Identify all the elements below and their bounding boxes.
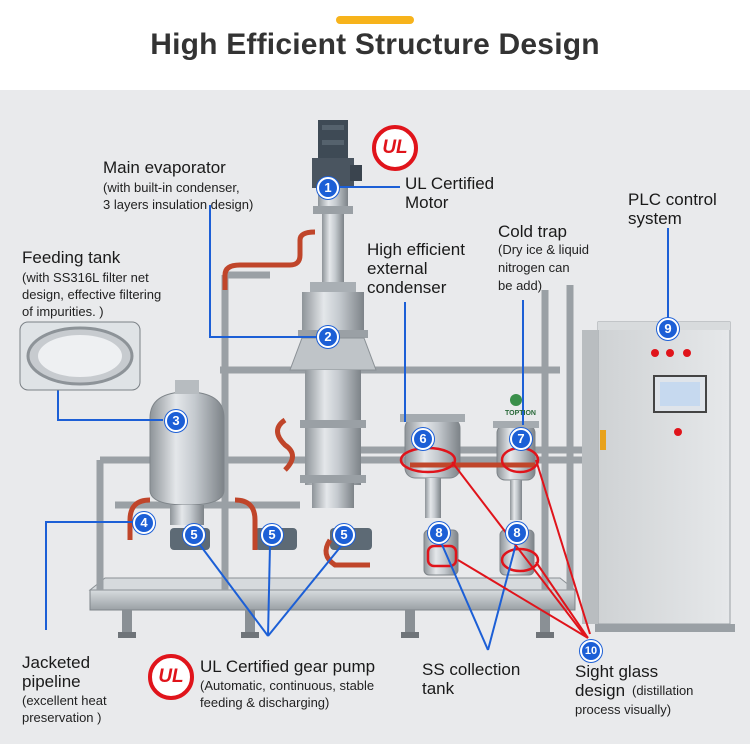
label-condenser-line2: external (367, 259, 428, 278)
filter-net-inset (19, 321, 141, 391)
badge-10: 10 (580, 640, 602, 662)
ul-certified-logo-pump: UL (148, 654, 194, 700)
leader-lines-blue (45, 186, 669, 651)
badge-8-a: 8 (428, 522, 450, 544)
label-feeding-tank-sub2: design, effective filtering (22, 287, 162, 302)
label-feeding-tank-sub1: (with SS316L filter net (22, 270, 149, 285)
frame-pipes (96, 271, 600, 590)
ul-logo-text: UL (382, 137, 408, 158)
label-gear-pump-sub1: (Automatic, continuous, stable (200, 678, 375, 693)
label-main-evaporator-sub2: 3 layers insulation design) (103, 197, 254, 212)
label-feeding-tank: Feeding tank (22, 248, 121, 267)
label-plc-line1: PLC control (628, 190, 717, 209)
label-gear-pump: UL Certified gear pump (200, 657, 376, 676)
label-sight-glass-line2: design (575, 681, 626, 700)
page-title: High Efficient Structure Design (150, 28, 600, 61)
label-main-evaporator: Main evaporator (103, 158, 226, 177)
badge-8-b: 8 (506, 522, 528, 544)
badge-3: 3 (165, 410, 187, 432)
label-sight-glass-line2-sub: (distillation (632, 683, 694, 698)
badge-5-b: 5 (261, 524, 283, 546)
ul-certified-logo-motor: UL (372, 125, 418, 171)
label-sight-glass-sub2: process visually) (575, 702, 672, 717)
badge-1: 1 (317, 177, 339, 199)
label-gear-pump-sub2: feeding & discharging) (200, 695, 330, 710)
label-plc-line2: system (628, 209, 682, 228)
ul-logo-text: UL (158, 666, 184, 687)
label-sight-glass-line1: Sight glass (575, 662, 659, 681)
header: High Efficient Structure Design (0, 0, 750, 90)
badge-4: 4 (133, 512, 155, 534)
label-condenser-line3: condenser (367, 278, 447, 297)
label-jacketed-sub1: (excellent heat (22, 693, 107, 708)
label-cold-trap: Cold trap (498, 222, 567, 241)
badge-9: 9 (657, 318, 679, 340)
equipment-brand-label: TOPTION (505, 410, 536, 417)
label-cold-trap-sub2: nitrogen can (498, 260, 570, 275)
label-feeding-tank-sub3: of impurities. ) (22, 304, 104, 319)
badge-6: 6 (412, 428, 434, 450)
label-jacketed-sub2: preservation ) (22, 710, 102, 725)
title-accent-bar (336, 16, 414, 24)
heating-pipes (127, 229, 535, 568)
label-collection-line2: tank (422, 679, 455, 698)
badge-2: 2 (317, 326, 339, 348)
label-main-evaporator-sub1: (with built-in condenser, (103, 180, 240, 195)
badge-7: 7 (510, 428, 532, 450)
main-evaporator (289, 214, 377, 508)
label-collection-line1: SS collection (422, 660, 521, 679)
base-platform (88, 577, 577, 638)
label-cold-trap-sub1: (Dry ice & liquid (498, 242, 590, 257)
label-jacketed-line1: Jacketed (22, 653, 91, 672)
badge-5-a: 5 (183, 524, 205, 546)
label-condenser-line1: High efficient (367, 240, 465, 259)
plc-control-cabinet (582, 321, 735, 632)
label-motor: UL Certified Motor (405, 174, 495, 212)
label-jacketed-line2: pipeline (22, 672, 81, 691)
motor (312, 120, 362, 214)
badge-5-c: 5 (333, 524, 355, 546)
leader-lines-red (451, 459, 591, 639)
label-cold-trap-sub3: be add) (498, 278, 543, 293)
